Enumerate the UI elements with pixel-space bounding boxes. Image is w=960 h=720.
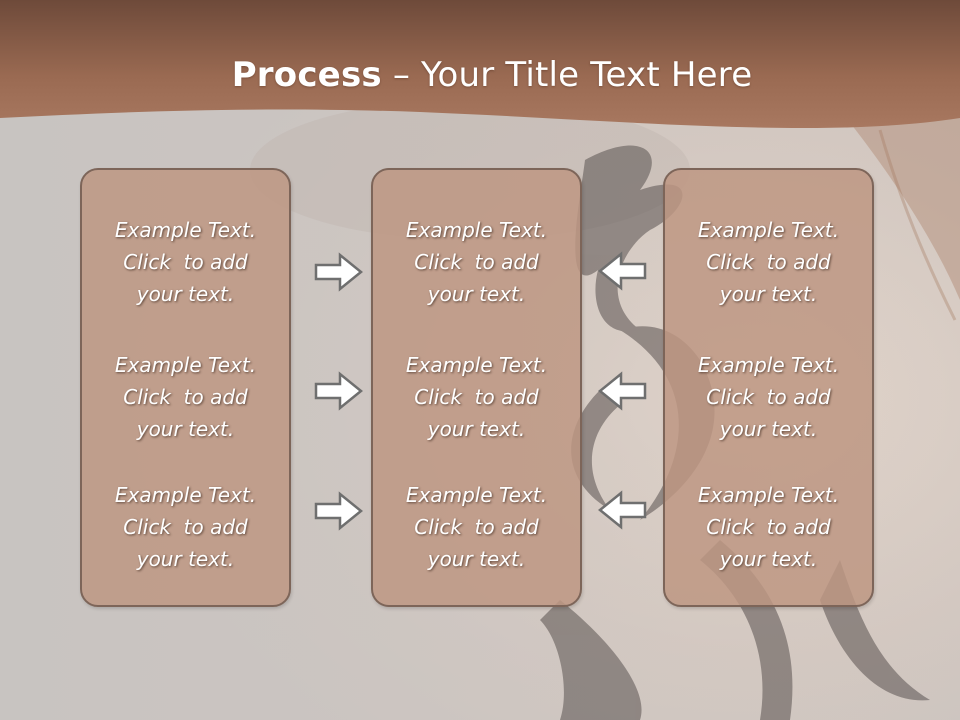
text-line: Example Text. xyxy=(405,218,548,242)
text-block[interactable]: Example Text. Click to add your text. xyxy=(82,479,289,575)
text-line: your text. xyxy=(427,282,526,306)
text-block[interactable]: Example Text. Click to add your text. xyxy=(373,479,580,575)
text-line: Click to add xyxy=(706,515,831,539)
text-line: Example Text. xyxy=(405,353,548,377)
right-arrow-icon xyxy=(314,371,363,411)
right-arrow-icon xyxy=(314,252,363,292)
panel-right[interactable]: Example Text. Click to add your text. Ex… xyxy=(663,168,874,607)
text-line: your text. xyxy=(136,282,235,306)
text-line: Example Text. xyxy=(405,483,548,507)
text-line: Example Text. xyxy=(697,218,840,242)
text-line: Click to add xyxy=(123,515,248,539)
text-line: your text. xyxy=(136,417,235,441)
text-line: your text. xyxy=(427,547,526,571)
title-rest: – Your Title Text Here xyxy=(381,55,753,95)
text-line: your text. xyxy=(719,417,818,441)
text-line: Click to add xyxy=(414,385,539,409)
panel-center[interactable]: Example Text. Click to add your text. Ex… xyxy=(371,168,582,607)
text-block[interactable]: Example Text. Click to add your text. xyxy=(665,479,872,575)
text-line: Click to add xyxy=(706,250,831,274)
text-line: Example Text. xyxy=(697,353,840,377)
text-line: your text. xyxy=(427,417,526,441)
page-title[interactable]: Process – Your Title Text Here xyxy=(0,52,960,98)
text-block[interactable]: Example Text. Click to add your text. xyxy=(82,214,289,310)
text-line: Example Text. xyxy=(114,218,257,242)
left-arrow-icon xyxy=(598,490,647,530)
text-block[interactable]: Example Text. Click to add your text. xyxy=(373,349,580,445)
text-line: your text. xyxy=(136,547,235,571)
left-arrow-icon xyxy=(598,251,647,291)
text-line: your text. xyxy=(719,547,818,571)
text-block[interactable]: Example Text. Click to add your text. xyxy=(373,214,580,310)
text-line: Click to add xyxy=(706,385,831,409)
header-band xyxy=(0,0,960,128)
text-line: Example Text. xyxy=(697,483,840,507)
text-line: Click to add xyxy=(414,250,539,274)
text-block[interactable]: Example Text. Click to add your text. xyxy=(665,214,872,310)
right-arrow-icon xyxy=(314,491,363,531)
panel-left[interactable]: Example Text. Click to add your text. Ex… xyxy=(80,168,291,607)
title-bold: Process xyxy=(231,55,382,95)
text-line: Click to add xyxy=(414,515,539,539)
text-line: Example Text. xyxy=(114,483,257,507)
text-line: your text. xyxy=(719,282,818,306)
text-block[interactable]: Example Text. Click to add your text. xyxy=(82,349,289,445)
text-block[interactable]: Example Text. Click to add your text. xyxy=(665,349,872,445)
left-arrow-icon xyxy=(598,371,647,411)
text-line: Click to add xyxy=(123,250,248,274)
text-line: Example Text. xyxy=(114,353,257,377)
text-line: Click to add xyxy=(123,385,248,409)
